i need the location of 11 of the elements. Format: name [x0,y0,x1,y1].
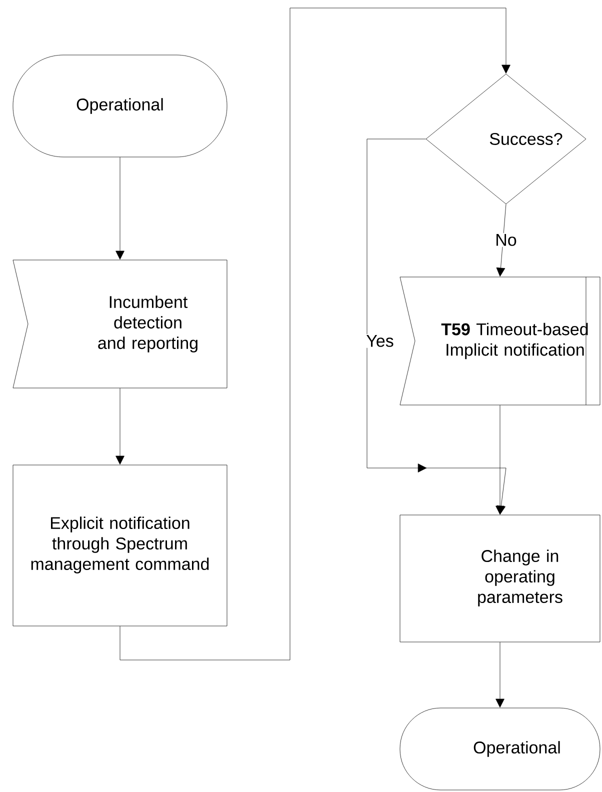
edge-label: No [494,233,518,247]
arrow [366,138,506,515]
arrow [120,8,510,660]
arrow [496,204,506,277]
process-box: Change in operating parameters [400,514,600,642]
arrow [116,388,124,465]
edge-label: Yes [365,334,395,348]
arrow [116,157,124,260]
process-box: Explicit notification through Spectrum management command [12,464,228,626]
arrow [496,405,504,515]
arrow [496,642,504,708]
